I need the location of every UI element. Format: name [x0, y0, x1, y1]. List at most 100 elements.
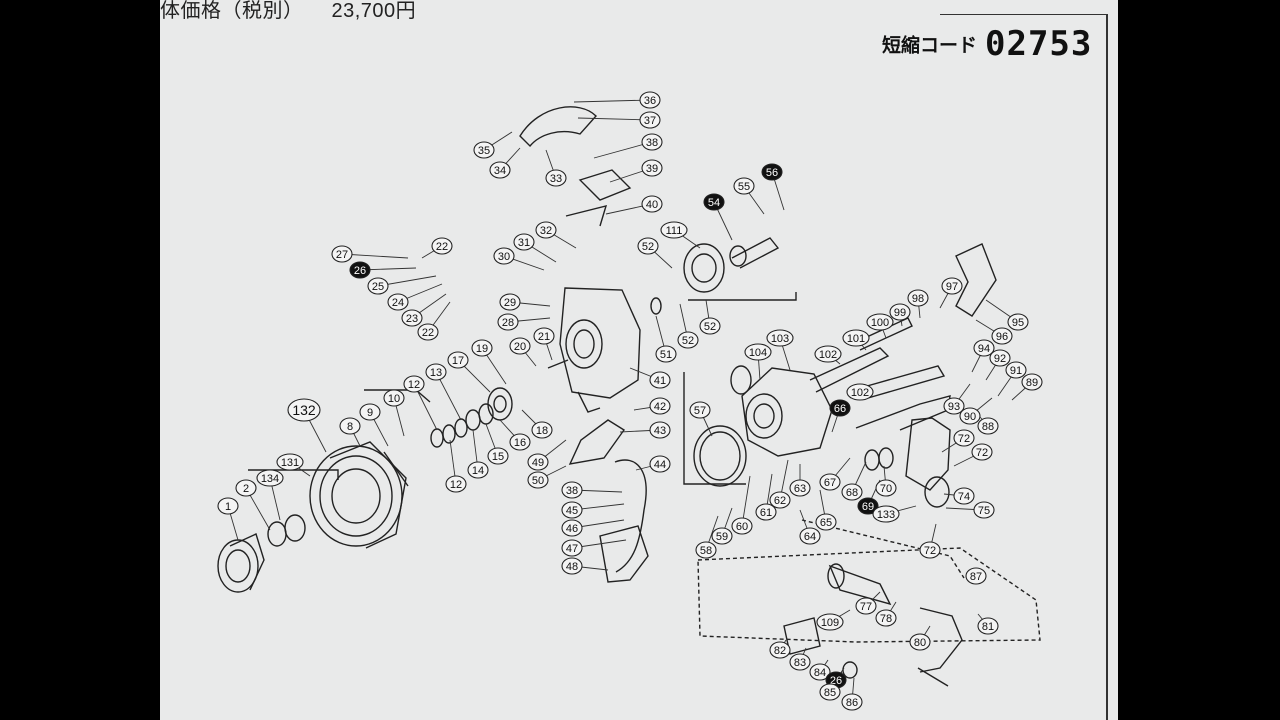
part-callout-78: 78: [875, 609, 897, 627]
part-callout-47: 47: [561, 539, 583, 557]
part-number: 50: [532, 475, 544, 487]
part-number: 61: [760, 507, 772, 519]
part-number: 24: [392, 297, 404, 309]
part-number: 81: [982, 621, 994, 633]
part-number: 93: [948, 401, 960, 413]
part-callout-41: 41: [649, 371, 671, 389]
part-number: 29: [504, 297, 516, 309]
part-callout-95: 95: [1007, 313, 1029, 331]
part-callout-68: 68: [841, 483, 863, 501]
part-callout-132: 132: [287, 398, 321, 422]
part-number: 47: [566, 543, 578, 555]
price-label: 体価格（税別）: [160, 0, 304, 22]
collar-part: [650, 297, 662, 315]
part-callout-52: 52: [677, 331, 699, 349]
part-number: 132: [292, 402, 316, 418]
part-number: 77: [860, 601, 872, 613]
part-number: 2: [243, 483, 249, 495]
part-number: 97: [946, 281, 958, 293]
part-callout-34: 34: [489, 161, 511, 179]
group-bracket: [248, 469, 339, 480]
part-callout-38: 38: [641, 133, 663, 151]
part-number: 89: [1026, 377, 1038, 389]
line-roller-part: [599, 525, 649, 583]
part-callout-77: 77: [855, 597, 877, 615]
spool-knob-part: [217, 533, 265, 593]
part-number: 85: [824, 687, 836, 699]
part-callout-96: 96: [991, 327, 1013, 345]
part-number: 37: [644, 115, 656, 127]
part-callout-38: 38: [561, 481, 583, 499]
body-frame-part: [905, 417, 951, 491]
main-shaft-part: [809, 347, 890, 393]
price-line: 体価格（税別）23,700円: [160, 0, 416, 23]
part-number: 104: [749, 347, 767, 359]
part-number: 100: [871, 317, 889, 329]
part-callout-70: 70: [875, 479, 897, 497]
part-callout-26: 26: [349, 261, 371, 279]
part-callout-22: 22: [417, 323, 439, 341]
part-callout-40: 40: [641, 195, 663, 213]
part-number: 59: [716, 531, 728, 543]
stopper-part: [955, 243, 997, 317]
bearing-part: [864, 449, 880, 471]
sheet-frame-right: [1106, 14, 1108, 720]
part-number: 133: [877, 509, 895, 521]
shaft-part: [547, 359, 569, 369]
part-number: 43: [654, 425, 666, 437]
part-callout-12: 12: [445, 475, 467, 493]
part-number: 131: [281, 457, 299, 469]
part-callout-27: 27: [331, 245, 353, 263]
spool-part: [309, 441, 409, 549]
part-number: 12: [408, 379, 420, 391]
handle-group-box: [801, 519, 965, 579]
part-callout-15: 15: [487, 447, 509, 465]
part-callout-102: 102: [846, 383, 874, 401]
part-number: 91: [1010, 365, 1022, 377]
part-callout-102: 102: [814, 345, 842, 363]
part-number: 84: [814, 667, 826, 679]
part-number: 14: [472, 465, 484, 477]
part-number: 66: [834, 403, 846, 415]
part-number: 38: [566, 485, 578, 497]
part-callout-100: 100: [866, 313, 894, 331]
part-number: 86: [846, 697, 858, 709]
handle-group-box: [697, 547, 1041, 643]
part-number: 42: [654, 401, 666, 413]
part-callout-72: 72: [953, 429, 975, 447]
part-callout-49: 49: [527, 453, 549, 471]
part-callout-89: 89: [1021, 373, 1043, 391]
part-callout-54: 54: [703, 193, 725, 211]
part-number: 51: [660, 349, 672, 361]
part-callout-85: 85: [819, 683, 841, 701]
part-number: 72: [924, 545, 936, 557]
part-number: 15: [492, 451, 504, 463]
part-callout-19: 19: [471, 339, 493, 357]
part-callout-50: 50: [527, 471, 549, 489]
part-callout-16: 16: [509, 433, 531, 451]
part-number: 56: [766, 167, 778, 179]
pinion-gear-part: [683, 237, 780, 293]
part-number: 40: [646, 199, 658, 211]
part-callout-65: 65: [815, 513, 837, 531]
leader-line: [573, 99, 651, 103]
part-number: 13: [430, 367, 442, 379]
part-callout-33: 33: [545, 169, 567, 187]
part-callout-48: 48: [561, 557, 583, 575]
group-bracket: [683, 372, 746, 485]
part-number: 19: [476, 343, 488, 355]
part-number: 8: [347, 421, 353, 433]
part-number: 55: [738, 181, 750, 193]
part-number: 44: [654, 459, 666, 471]
part-number: 18: [536, 425, 548, 437]
part-number: 34: [494, 165, 506, 177]
part-callout-30: 30: [493, 247, 515, 265]
part-callout-133: 133: [872, 505, 900, 523]
part-number: 72: [976, 447, 988, 459]
part-callout-20: 20: [509, 337, 531, 355]
washer-part: [267, 521, 287, 547]
part-callout-103: 103: [766, 329, 794, 347]
part-number: 82: [774, 645, 786, 657]
